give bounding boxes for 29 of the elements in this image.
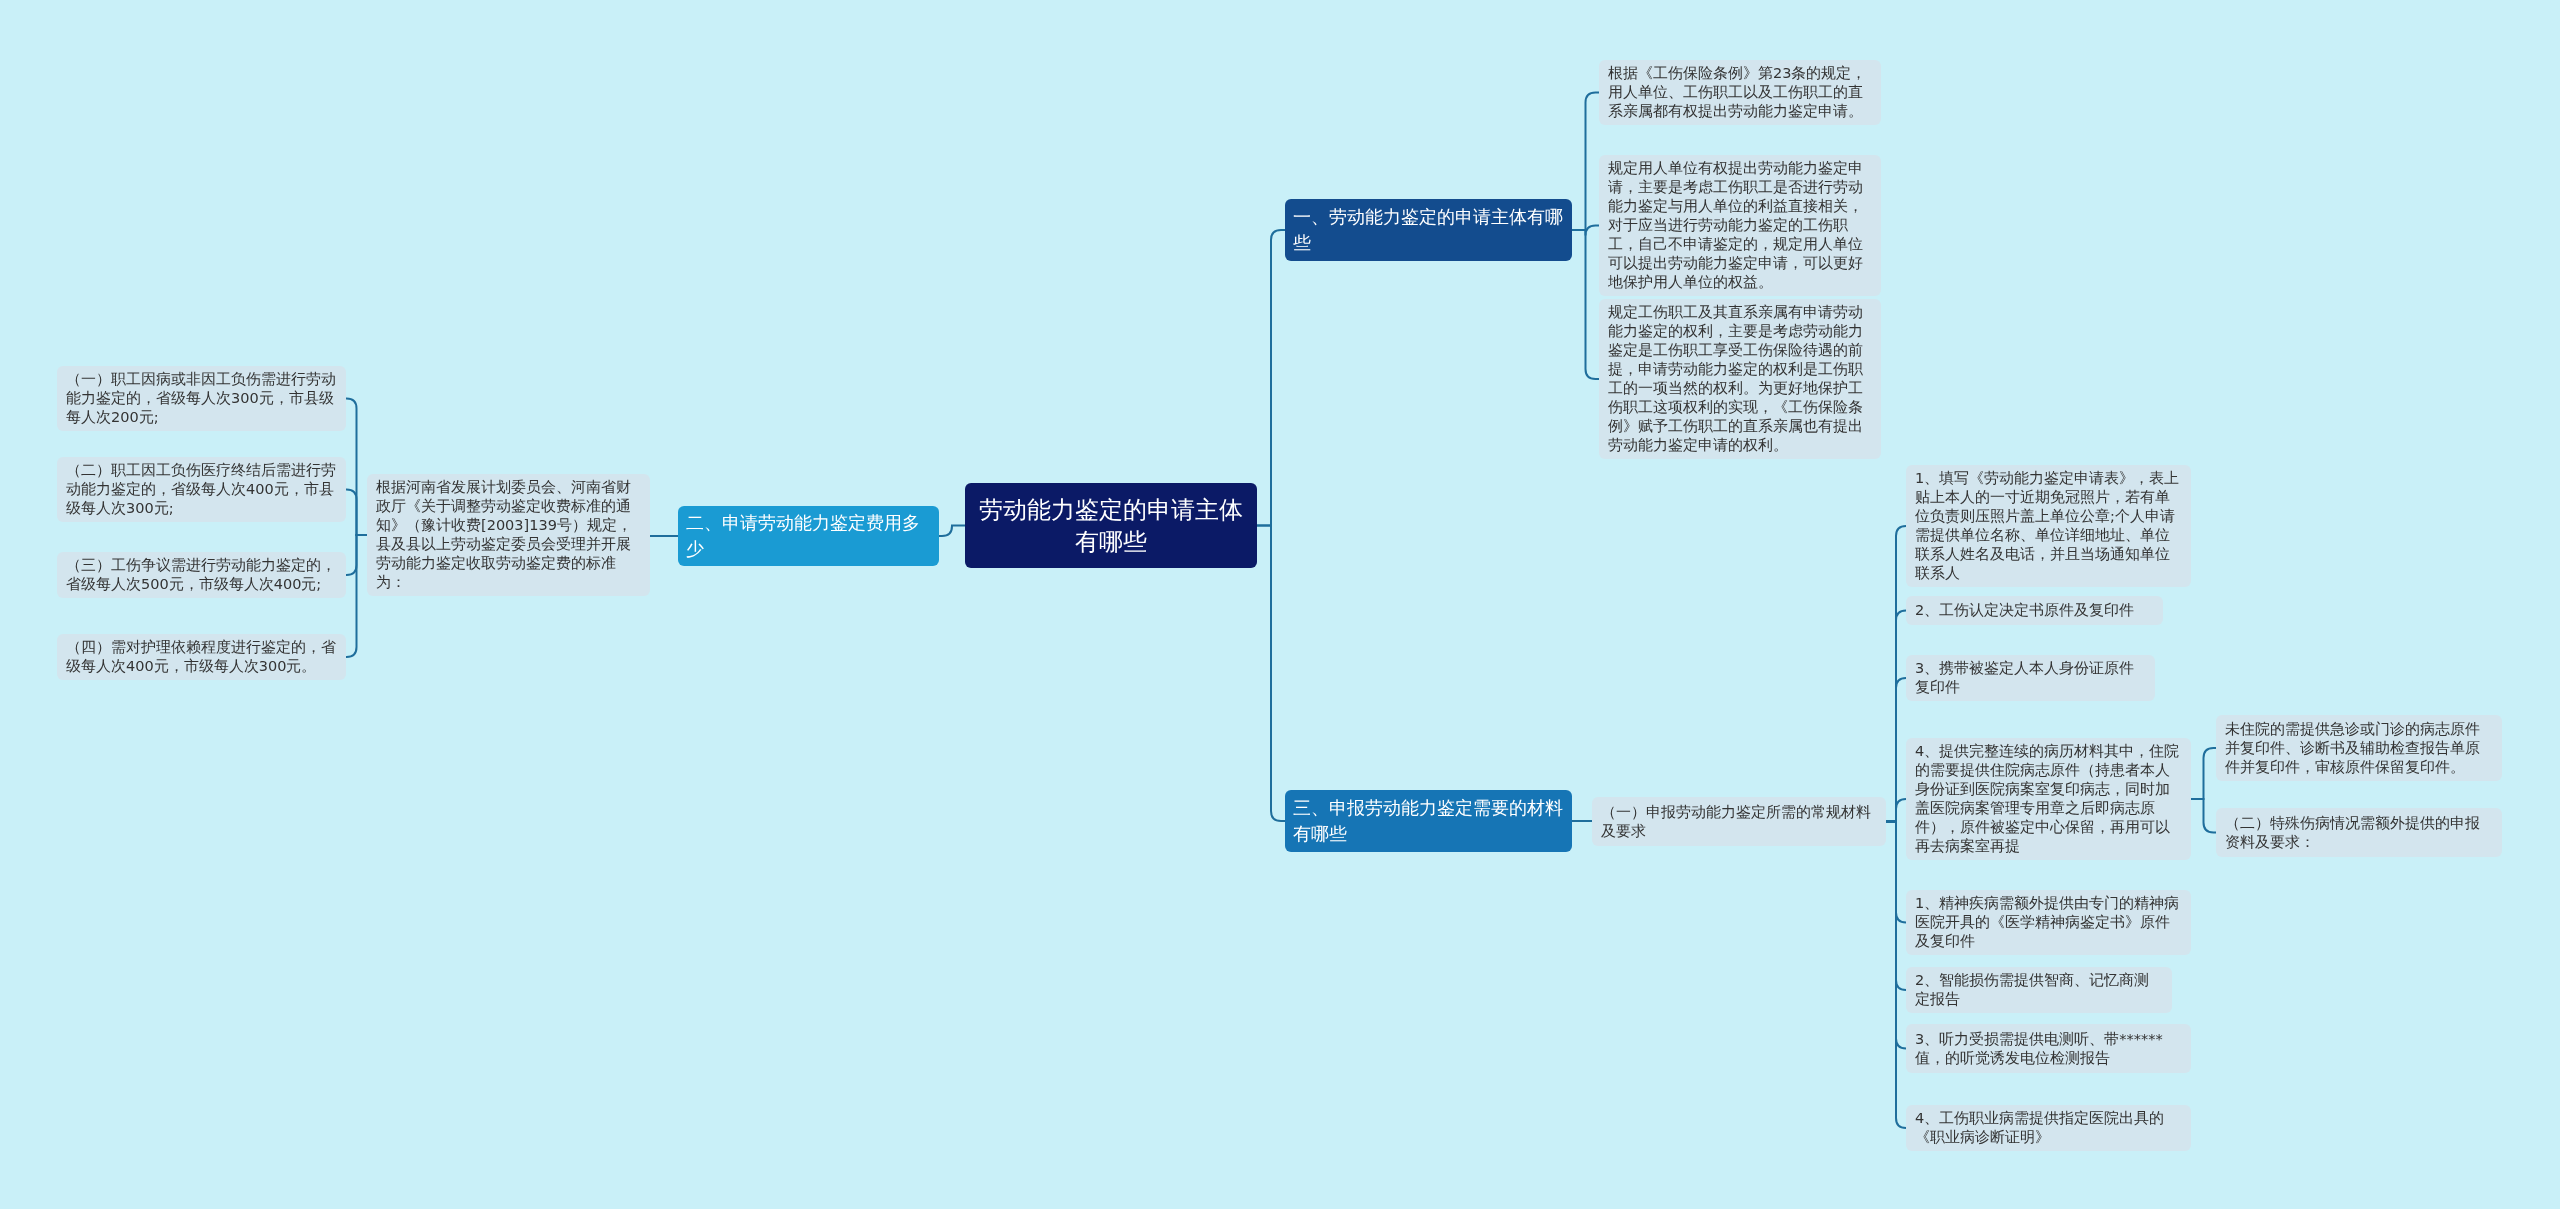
text-box: 4、提供完整连续的病历材料其中，住院的需要提供住院病志原件（持患者本人身份证到医院病案室复印病志，同时加盖医院病案管理专用章之后即病志原件），原件被鉴定中心保留，再用可以再去病案室再提 [1906,738,2191,860]
connector-line [1885,820,1907,1129]
text-box: 2、智能损伤需提供智商、记忆商测定报告 [1906,967,2172,1013]
text-box: 1、填写《劳动能力鉴定申请表》，表上贴上本人的一寸近期免冠照片，若有单位负责则压照片盖上单位公章;个人申请需提供单位名称、单位详细地址、单位联系人姓名及电话，并且当场通知单位联系人 [1906,465,2191,587]
connector-line [1571,820,1593,822]
text-box: 未住院的需提供急诊或门诊的病志原件并复印件、诊断书及辅助检查报告单原件并复印件，审核原件保留复印件。 [2216,715,2502,781]
text-box: 规定工伤职工及其直系亲属有申请劳动能力鉴定的权利，主要是考虑劳动能力鉴定是工伤职工享受工伤保险待遇的前提，申请劳动能力鉴定的权利是工伤职工的一项当然的权利。为更好地保护工伤职工这项权利的实现，《工伤保险条例》赋予工伤职工的直系亲属也有提出劳动能力鉴定申请的权利。 [1599,299,1881,459]
text-box: （一）职工因病或非因工负伤需进行劳动能力鉴定的，省级每人次300元，市县级每人次200元; [57,366,346,431]
text-box: 2、工伤认定决定书原件及复印件 [1906,596,2163,625]
topic-box: 二、申请劳动能力鉴定费用多少 [678,506,939,566]
connector-line [345,534,368,658]
text-box: 根据《工伤保险条例》第23条的规定，用人单位、工伤职工以及工伤职工的直系亲属都有权提出劳动能力鉴定申请。 [1599,60,1881,125]
text-box: 4、工伤职业病需提供指定医院出具的《职业病诊断证明》 [1906,1105,2191,1151]
text-box: 规定用人单位有权提出劳动能力鉴定申请，主要是考虑工伤职工是否进行劳动能力鉴定与用人单位的利益直接相关，对于应当进行劳动能力鉴定的工伤职工，自己不申请鉴定的，规定用人单位可以提出劳动能力鉴定申请，可以更好地保护用人单位的权益。 [1599,155,1881,296]
topic-box: 一、劳动能力鉴定的申请主体有哪些 [1285,199,1572,261]
text-box: 3、携带被鉴定人本人身份证原件复印件 [1906,655,2155,701]
text-box: 根据河南省发展计划委员会、河南省财政厅《关于调整劳动鉴定收费标准的通知》（豫计收费[2003]139号）规定，县及县以上劳动鉴定委员会受理并开展劳动能力鉴定收取劳动鉴定费的标准为： [367,474,650,596]
text-box: （四）需对护理依赖程度进行鉴定的，省级每人次400元，市级每人次300元。 [57,634,346,680]
connector-line [649,535,679,537]
topic-box: 三、申报劳动能力鉴定需要的材料有哪些 [1285,790,1572,852]
text-box: 1、精神疾病需额外提供由专门的精神病医院开具的《医学精神病鉴定书》原件及复印件 [1906,890,2191,955]
text-box: （三）工伤争议需进行劳动能力鉴定的，省级每人次500元，市级每人次400元; [57,552,346,598]
connector-line [2190,798,2217,834]
central-topic-box: 劳动能力鉴定的申请主体有哪些 [965,483,1257,568]
text-box: （一）申报劳动能力鉴定所需的常规材料及要求 [1592,797,1886,846]
connector-line [938,524,966,537]
text-box: 3、听力受损需提供电测听、带******值，的听觉诱发电位检测报告 [1906,1024,2191,1073]
text-box: （二）特殊伤病情况需额外提供的申报资料及要求： [2216,808,2502,857]
text-box: （二）职工因工负伤医疗终结后需进行劳动能力鉴定的，省级每人次400元，市县级每人次300元; [57,457,346,522]
